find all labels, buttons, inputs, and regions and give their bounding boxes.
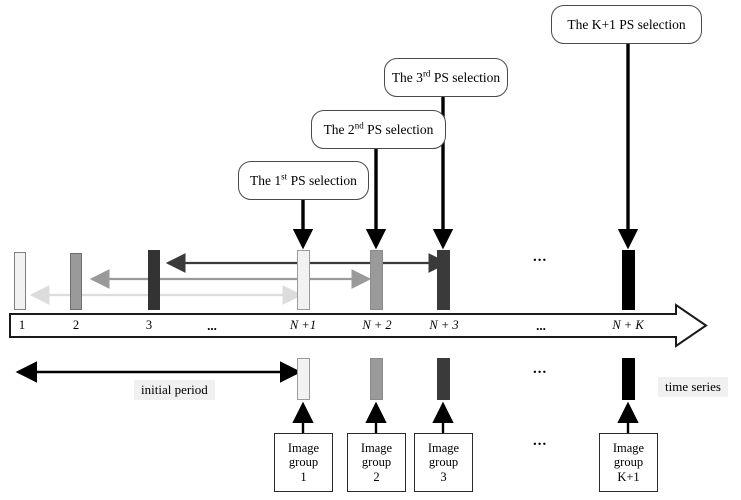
callout-kplus1-label: The K+1 PS selection (567, 16, 686, 32)
top-bar-3 (148, 250, 160, 310)
callout-3rd-ps-selection[interactable]: The 3rd PS selection (384, 58, 508, 97)
image-group-3-line2: group (428, 455, 459, 470)
callout-2nd-label: The 2nd PS selection (323, 120, 434, 137)
image-group-2-line1: Image (360, 440, 393, 455)
timeline-label-ellipsis-2: ... (536, 318, 546, 333)
initial-period-label: initial period (134, 380, 215, 400)
top-bar-1 (14, 252, 26, 310)
time-series-label: time series (658, 377, 728, 397)
timeline-label-3: 3 (145, 318, 153, 332)
image-group-2-line2: group (361, 455, 392, 470)
top-bar-n-plus-k (622, 250, 635, 310)
image-group-k-plus-1[interactable]: Image group K+1 (599, 433, 658, 492)
image-group-kplus1-line3: K+1 (617, 469, 640, 484)
top-bar-n-plus-3 (437, 250, 450, 310)
timeline-label-n-plus-k: N + K (612, 318, 644, 332)
callout-1st-ps-selection[interactable]: The 1st PS selection (238, 161, 369, 200)
timeline-label-n-plus-3: N + 3 (429, 318, 459, 332)
image-group-3-line1: Image (427, 440, 460, 455)
top-bar-n-plus-2 (370, 250, 383, 310)
image-group-kplus1-line1: Image (612, 440, 645, 455)
image-group-1-line3: 1 (300, 469, 307, 484)
callout-kplus1-ps-selection[interactable]: The K+1 PS selection (551, 5, 702, 44)
callout-2nd-ps-selection[interactable]: The 2nd PS selection (311, 110, 446, 149)
callout-3rd-label: The 3rd PS selection (391, 68, 501, 85)
ellipsis-image-groups: ... (533, 433, 548, 449)
timeline-label-2: 2 (72, 318, 80, 332)
image-group-kplus1-line2: group (613, 455, 644, 470)
bottom-bar-n-plus-k (622, 358, 635, 400)
image-group-1-line2: group (288, 455, 319, 470)
image-group-2[interactable]: Image group 2 (347, 433, 406, 492)
timeline-label-ellipsis-1: ... (207, 318, 217, 333)
image-group-2-line3: 2 (373, 469, 380, 484)
bottom-bar-n-plus-3 (437, 358, 450, 400)
bottom-bar-n-plus-1 (297, 358, 310, 400)
callout-1st-label: The 1st PS selection (250, 171, 357, 188)
image-group-stems (292, 401, 639, 433)
top-bar-n-plus-1 (297, 250, 310, 310)
image-group-1-line1: Image (287, 440, 320, 455)
top-bar-2 (70, 253, 82, 310)
bottom-bar-n-plus-2 (370, 358, 383, 400)
span-arrows (29, 253, 449, 305)
timeline-axis-shape (9, 303, 708, 348)
timeline-label-n-plus-1: N +1 (289, 318, 317, 332)
image-group-1[interactable]: Image group 1 (274, 433, 333, 492)
image-group-3[interactable]: Image group 3 (414, 433, 473, 492)
image-group-3-line3: 3 (440, 469, 447, 484)
ellipsis-top-bars: ... (533, 249, 548, 265)
timeline-label-1: 1 (18, 318, 26, 332)
ellipsis-bottom-bars: ... (533, 361, 548, 377)
timeline-label-n-plus-2: N + 2 (362, 318, 392, 332)
